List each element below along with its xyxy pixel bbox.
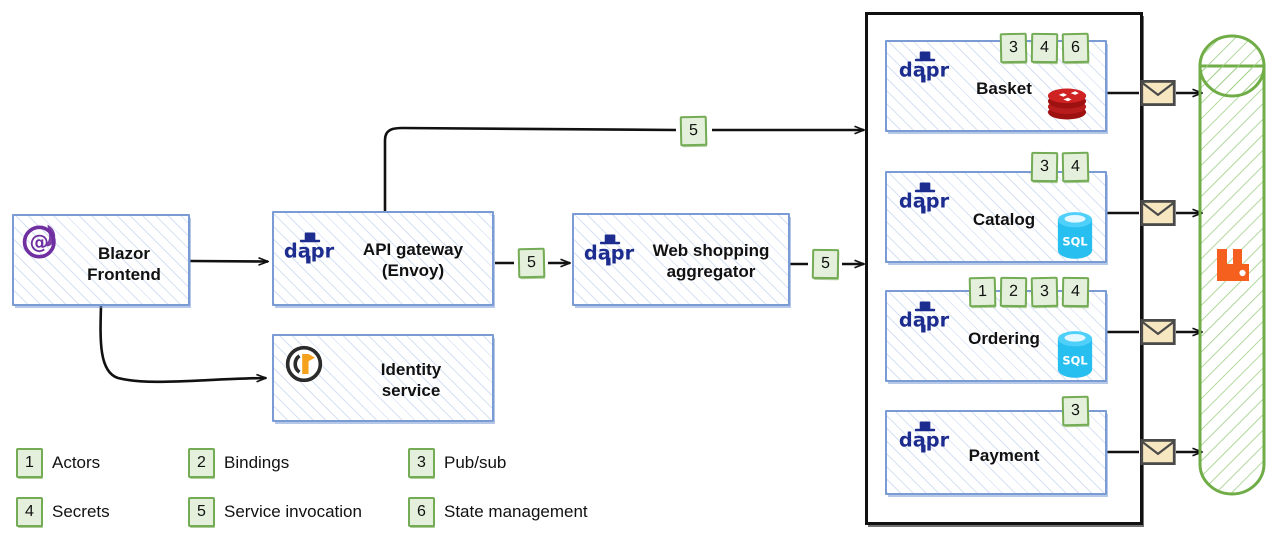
arrow-blazor-to-gateway [189,261,268,262]
dapr-logo-icon: dapr [897,300,955,334]
legend-badge-2: 2 [188,448,215,478]
legend-item-service-invocation: 5 Service invocation [188,497,362,527]
legend-label-2: Bindings [224,453,290,472]
svg-text:SQL: SQL [1062,234,1087,248]
badge-ordering-pubsub: 3 [1030,276,1059,308]
svg-text:dapr: dapr [899,190,950,213]
envelope-icon [1140,80,1176,106]
badge-catalog-secrets: 4 [1061,151,1090,183]
badge-service-invocation-gateway-services: 5 [679,115,708,147]
legend-badge-5: 5 [188,497,215,527]
badge-basket-state-management: 6 [1061,32,1090,64]
badge-service-invocation-gateway-aggregator: 5 [517,247,546,279]
badge-payment-pubsub: 3 [1061,395,1090,427]
legend-label-4: Secrets [52,502,110,521]
envelope-icon [1140,319,1176,345]
node-blazor-frontend[interactable]: @ Blazor Frontend [12,214,190,306]
rabbitmq-logo-icon [1213,245,1253,285]
dapr-logo-icon: dapr [897,181,955,215]
envelope-icon [1140,439,1176,465]
node-identity-service[interactable]: Identity service [272,334,494,422]
badge-service-invocation-aggregator-services: 5 [811,248,840,280]
legend-item-actors: 1 Actors [16,448,100,478]
legend-badge-3: 3 [408,448,435,478]
legend-label-3: Pub/sub [444,453,507,472]
badge-ordering-actors: 1 [968,276,997,308]
service-basket-label: Basket [976,79,1032,98]
node-api-gateway[interactable]: dapr API gateway (Envoy) [272,211,494,306]
legend: 1 Actors 2 Bindings 3 Pub/sub 4 Secrets … [16,448,656,536]
badge-catalog-pubsub: 3 [1030,151,1059,183]
node-blazor-label: Blazor Frontend [87,244,161,284]
service-catalog[interactable]: dapr Catalog SQL [885,171,1107,263]
badge-basket-secrets: 4 [1030,32,1059,64]
service-catalog-label: Catalog [972,210,1036,229]
svg-text:@: @ [30,230,49,253]
arrow-blazor-to-identity [99,305,266,384]
legend-item-state-management: 6 State management [408,497,588,527]
sql-database-icon: SQL [1055,211,1095,259]
legend-badge-1: 1 [16,448,43,478]
node-api-gateway-label: API gateway (Envoy) [362,240,464,280]
legend-badge-4: 4 [16,497,43,527]
legend-item-secrets: 4 Secrets [16,497,110,527]
legend-badge-6: 6 [408,497,435,527]
node-web-shopping-aggregator[interactable]: dapr Web shopping aggregator [572,213,790,306]
service-payment-label: Payment [968,446,1040,465]
dapr-logo-icon: dapr [582,233,640,267]
dapr-logo-icon: dapr [897,50,955,84]
arrow-gateway-to-services-top [383,126,677,212]
legend-label-1: Actors [52,453,101,472]
redis-logo-icon [1045,84,1089,124]
legend-label-5: Service invocation [224,502,362,521]
svg-text:dapr: dapr [899,309,950,332]
node-identity-label: Identity service [380,360,442,400]
badge-ordering-secrets: 4 [1061,276,1090,308]
svg-text:SQL: SQL [1062,353,1087,367]
sql-database-icon: SQL [1055,330,1095,378]
svg-text:dapr: dapr [284,240,335,263]
identityserver-logo-icon [284,344,324,384]
service-ordering-label: Ordering [968,329,1040,348]
dapr-logo-icon: dapr [282,231,340,265]
services-container [865,12,1143,525]
svg-text:dapr: dapr [584,242,635,265]
legend-item-bindings: 2 Bindings [188,448,289,478]
node-aggregator-label: Web shopping aggregator [652,241,770,281]
legend-label-6: State management [444,502,588,521]
svg-text:dapr: dapr [899,59,950,82]
svg-text:dapr: dapr [899,429,950,452]
legend-item-pubsub: 3 Pub/sub [408,448,506,478]
badge-ordering-bindings: 2 [999,276,1028,308]
dapr-logo-icon: dapr [897,420,955,454]
envelope-icon [1140,200,1176,226]
badge-basket-pubsub: 3 [999,32,1028,64]
message-bus[interactable] [1196,30,1268,500]
blazor-logo-icon: @ [20,220,64,264]
